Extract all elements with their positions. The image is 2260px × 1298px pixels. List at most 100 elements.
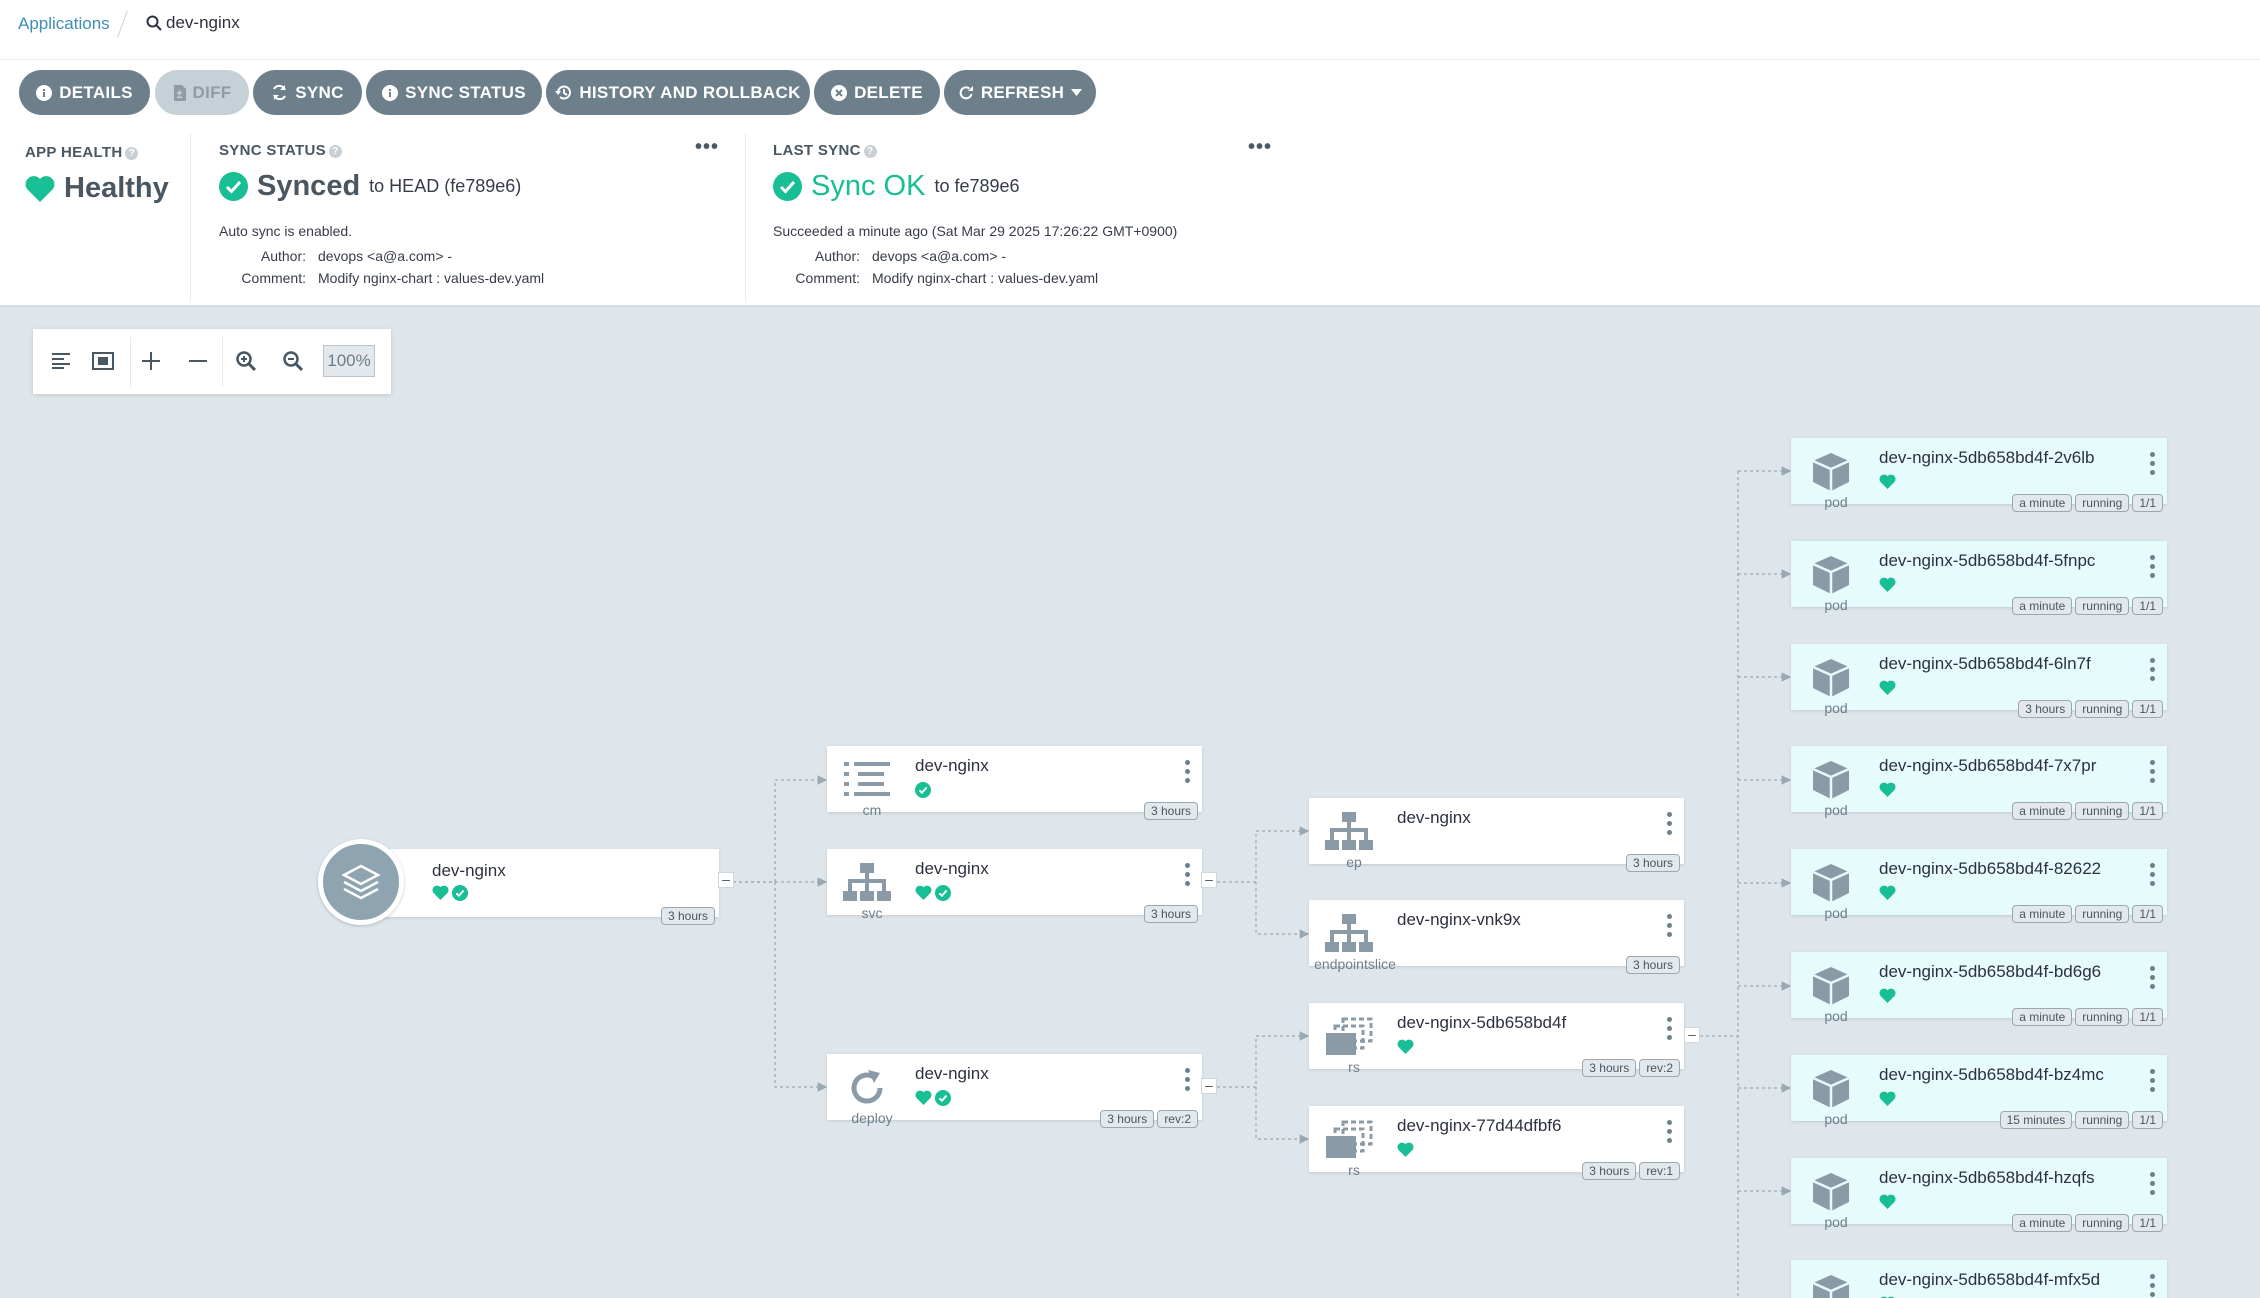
pod-ready-badge: 1/1 <box>2132 802 2163 821</box>
align-left-icon[interactable] <box>45 345 77 377</box>
pod-age-badge: 3 hours <box>2018 699 2073 718</box>
resource-node[interactable]: svc dev-nginx 3 hours <box>827 849 1202 923</box>
help-icon[interactable]: ? <box>863 145 877 158</box>
app-node-collapse-toggle[interactable]: – <box>718 872 734 888</box>
check-circle-icon <box>935 1090 951 1106</box>
resource-kind: pod <box>1824 699 1848 716</box>
application-icon <box>318 839 404 925</box>
heart-icon <box>1879 1194 1896 1209</box>
pod-status-badge: running <box>2075 596 2130 615</box>
last-sync-comment-label: Comment: <box>795 270 860 286</box>
diff-button[interactable]: DIFF <box>155 70 249 115</box>
pod-status-badge: running <box>2075 1110 2130 1129</box>
pod-age-badge: a minute <box>2012 494 2073 512</box>
breadcrumb-applications-link[interactable]: Applications <box>18 14 110 33</box>
app-health-status: Healthy <box>64 172 169 204</box>
zoom-in-icon[interactable] <box>230 345 262 377</box>
pod-status <box>1879 782 1896 798</box>
heart-icon <box>1879 474 1896 489</box>
node-menu-icon[interactable] <box>2147 1171 2157 1200</box>
node-menu-icon[interactable] <box>2147 760 2157 788</box>
node-menu-icon[interactable] <box>2147 452 2157 480</box>
node-menu-icon[interactable] <box>2147 863 2157 891</box>
svc-collapse-toggle[interactable]: – <box>1201 872 1217 888</box>
node-menu-icon[interactable] <box>1182 760 1192 788</box>
zoom-out-icon[interactable] <box>277 345 309 377</box>
resource-node[interactable]: ep dev-nginx 3 hours <box>1309 798 1684 872</box>
sync-comment-value: Modify nginx-chart : values-dev.yaml <box>318 270 545 286</box>
network-icon <box>841 861 893 905</box>
heart-icon <box>1879 885 1896 901</box>
node-menu-icon[interactable] <box>1664 812 1674 840</box>
node-menu-icon[interactable] <box>2147 1068 2157 1097</box>
app-node[interactable]: dev-nginx 3 hours <box>342 849 719 925</box>
node-menu-icon[interactable] <box>1182 1068 1192 1096</box>
heart-icon <box>1879 1091 1896 1106</box>
diff-label: DIFF <box>192 82 232 102</box>
app-health-value: Healthy <box>25 172 169 205</box>
refresh-button[interactable]: REFRESH <box>944 70 1096 115</box>
pod-status <box>1879 1194 1896 1209</box>
auto-sync-text: Auto sync is enabled. <box>219 223 353 239</box>
cube-icon <box>1805 1067 1857 1111</box>
pod-status <box>1879 1091 1896 1106</box>
last-sync-more-icon[interactable]: ••• <box>1248 136 1273 158</box>
history-rollback-button[interactable]: HISTORY AND ROLLBACK <box>546 70 810 115</box>
node-menu-icon[interactable] <box>2147 1274 2157 1298</box>
help-icon[interactable]: ? <box>328 145 342 158</box>
sync-button[interactable]: SYNC <box>253 70 362 115</box>
divider <box>222 337 223 386</box>
node-menu-icon[interactable] <box>2147 966 2157 994</box>
history-icon <box>555 85 572 100</box>
pod-ready-badge: 1/1 <box>2132 494 2163 512</box>
list-icon <box>841 758 893 802</box>
node-menu-icon[interactable] <box>2147 554 2157 583</box>
sync-status-label: SYNC STATUS <box>405 82 526 102</box>
delete-button[interactable]: DELETE <box>814 70 940 115</box>
sync-status-more-icon[interactable]: ••• <box>695 136 720 158</box>
caret-down-icon <box>1071 89 1083 96</box>
node-menu-icon[interactable] <box>1664 1120 1674 1148</box>
cube-icon <box>1805 450 1857 494</box>
pod-status-badge: running <box>2075 1008 2130 1026</box>
zoom-level[interactable]: 100% <box>323 345 375 377</box>
divider <box>190 134 191 301</box>
node-menu-icon[interactable] <box>1664 914 1674 942</box>
rs-collapse-toggle[interactable]: – <box>1684 1027 1700 1043</box>
cube-icon <box>1805 656 1857 700</box>
expand-icon[interactable] <box>135 345 167 377</box>
details-button[interactable]: DETAILS <box>19 70 150 115</box>
cube-icon <box>1805 1272 1857 1298</box>
sync-comment-label: Comment: <box>241 270 306 286</box>
copy-icon <box>1323 1015 1375 1059</box>
node-menu-icon[interactable] <box>1664 1017 1674 1045</box>
resource-node[interactable]: cm dev-nginx 3 hours <box>827 746 1202 820</box>
resource-name: dev-nginx <box>915 859 989 878</box>
fit-screen-icon[interactable] <box>87 345 119 377</box>
heart-icon <box>1879 988 1896 1003</box>
pod-name: dev-nginx-5db658bd4f-7x7pr <box>1879 756 2097 776</box>
collapse-icon[interactable] <box>182 345 214 377</box>
breadcrumb-current[interactable]: dev-nginx <box>146 13 240 33</box>
node-menu-icon[interactable] <box>2147 657 2157 686</box>
deploy-collapse-toggle[interactable]: – <box>1201 1078 1217 1094</box>
sync-status-button[interactable]: SYNC STATUS <box>366 70 542 115</box>
resource-kind: rs <box>1348 1059 1360 1075</box>
last-sync-author-value: devops <a@a.com> - <box>872 248 1007 264</box>
help-icon[interactable]: ? <box>125 147 139 160</box>
resource-node[interactable]: endpointslice dev-nginx-vnk9x 3 hours <box>1309 900 1684 974</box>
node-menu-icon[interactable] <box>1182 863 1192 891</box>
